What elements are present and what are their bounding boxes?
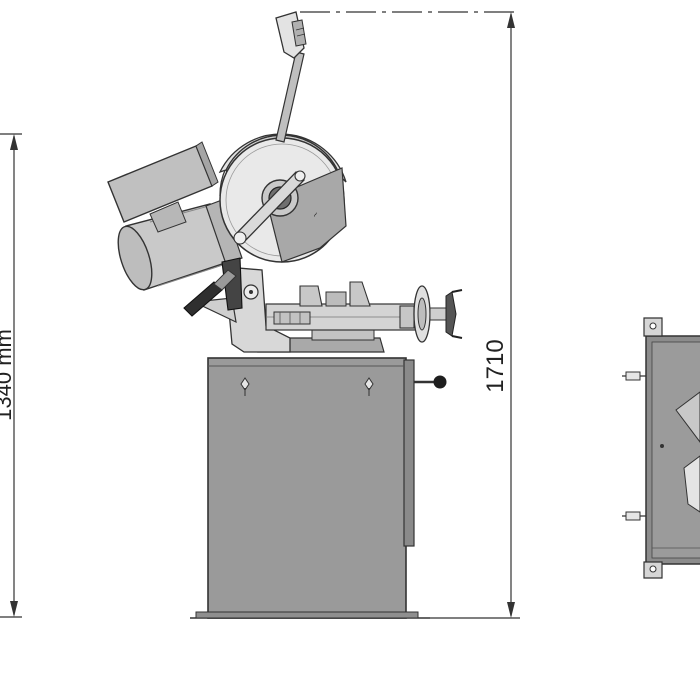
secondary-view-partial xyxy=(622,317,700,579)
side-grip-handle xyxy=(183,257,243,317)
cabinet-stand xyxy=(195,357,419,619)
right-height-dimension xyxy=(300,11,520,619)
operating-handle xyxy=(275,11,307,143)
swivel-arm xyxy=(227,267,291,353)
cabinet-bolt-right xyxy=(364,377,374,396)
vise-assembly xyxy=(265,281,417,331)
left-height-dimension xyxy=(0,133,22,618)
left-dimension-label: 1340 mm xyxy=(0,329,16,421)
motor xyxy=(117,199,243,291)
cabinet-bolt-left xyxy=(240,377,250,396)
motor-terminal-box xyxy=(107,141,219,233)
vise-handwheel xyxy=(399,285,463,343)
right-dimension-label: 1710 xyxy=(482,339,509,392)
blade-linkage-arm xyxy=(233,170,306,245)
blade-marking: ~ xyxy=(310,210,321,219)
lever-knob xyxy=(414,375,447,389)
